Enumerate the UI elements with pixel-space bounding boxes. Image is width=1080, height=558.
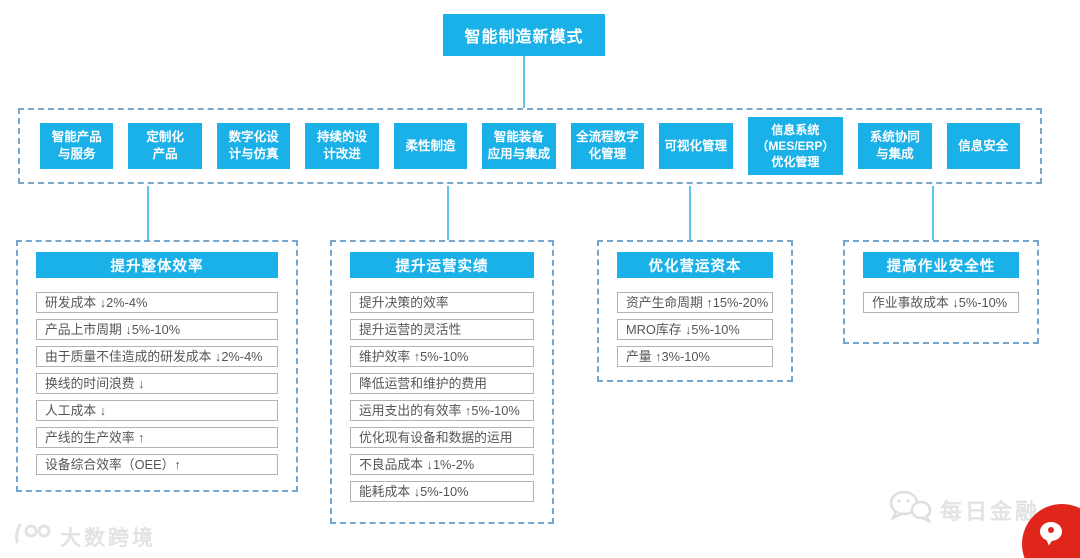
connector-root	[523, 56, 525, 108]
metric-item: 产量 ↑3%-10%	[617, 346, 773, 367]
metric-item: 降低运营和维护的费用	[350, 373, 534, 394]
capability-box: 持续的设 计改进	[305, 123, 379, 169]
metric-item: 产品上市周期 ↓5%-10%	[36, 319, 278, 340]
metric-item: 提升决策的效率	[350, 292, 534, 313]
metric-item: 能耗成本 ↓5%-10%	[350, 481, 534, 502]
group-item-list: 研发成本 ↓2%-4% 产品上市周期 ↓5%-10% 由于质量不佳造成的研发成本 ↓…	[36, 292, 278, 475]
group-header: 提升运营实绩	[350, 252, 534, 278]
group-header: 提升整体效率	[36, 252, 278, 278]
dashukuajing-logo-icon	[14, 522, 54, 552]
group-operation-safety: 提高作业安全性 作业事故成本 ↓5%-10%	[843, 240, 1039, 344]
metric-item: 运用支出的有效率 ↑5%-10%	[350, 400, 534, 421]
group-header: 提高作业安全性	[863, 252, 1019, 278]
capability-box: 信息系统 （MES/ERP） 优化管理	[747, 117, 844, 175]
metric-item: 资产生命周期 ↑15%-20%	[617, 292, 773, 313]
connector-group-3	[689, 186, 691, 240]
metric-item: 研发成本 ↓2%-4%	[36, 292, 278, 313]
connector-group-1	[147, 186, 149, 240]
capability-row: 智能产品 与服务定制化 产品数字化设 计与仿真持续的设 计改进柔性制造智能装备 …	[18, 108, 1042, 184]
watermark-left: 大数跨境	[14, 522, 156, 552]
metric-item: 不良品成本 ↓1%-2%	[350, 454, 534, 475]
group-operation-performance: 提升运营实绩 提升决策的效率提升运营的灵活性维护效率 ↑5%-10% 降低运营和维…	[330, 240, 554, 524]
group-header: 优化营运资本	[617, 252, 773, 278]
capability-box: 信息安全	[946, 123, 1021, 169]
capability-box: 定制化 产品	[128, 123, 202, 169]
capability-box: 可视化管理	[659, 123, 733, 169]
group-overall-efficiency: 提升整体效率 研发成本 ↓2%-4% 产品上市周期 ↓5%-10% 由于质量不佳造成…	[16, 240, 298, 492]
metric-item: 设备综合效率（OEE）↑	[36, 454, 278, 475]
watermark-right: 每日金融	[888, 490, 1040, 530]
metric-item: 提升运营的灵活性	[350, 319, 534, 340]
metric-item: MRO库存 ↓5%-10%	[617, 319, 773, 340]
watermark-right-label: 每日金融	[939, 499, 1040, 524]
group-item-list: 资产生命周期 ↑15%-20% MRO库存 ↓5%-10% 产量 ↑3%-10%	[617, 292, 773, 367]
connector-group-2	[447, 186, 449, 240]
metric-item: 由于质量不佳造成的研发成本 ↓2%-4%	[36, 346, 278, 367]
metric-item: 人工成本 ↓	[36, 400, 278, 421]
wechat-icon	[888, 490, 933, 530]
capability-box: 全流程数字 化管理	[570, 123, 645, 169]
metric-item: 维护效率 ↑5%-10%	[350, 346, 534, 367]
connector-group-4	[932, 186, 934, 240]
metric-item: 作业事故成本 ↓5%-10%	[863, 292, 1019, 313]
metric-item: 产线的生产效率 ↑	[36, 427, 278, 448]
capability-box: 柔性制造	[393, 123, 468, 169]
metric-item: 优化现有设备和数据的运用	[350, 427, 534, 448]
group-item-list: 作业事故成本 ↓5%-10%	[863, 292, 1019, 313]
capability-box: 数字化设 计与仿真	[216, 123, 291, 169]
root-node-title: 智能制造新模式	[443, 14, 605, 56]
group-item-list: 提升决策的效率提升运营的灵活性维护效率 ↑5%-10% 降低运营和维护的费用运用支…	[350, 292, 534, 502]
capability-box: 智能装备 应用与集成	[482, 123, 556, 169]
group-working-capital: 优化营运资本 资产生命周期 ↑15%-20% MRO库存 ↓5%-10% 产量 ↑3…	[597, 240, 793, 382]
capability-box: 系统协同 与集成	[858, 123, 932, 169]
capability-box: 智能产品 与服务	[40, 123, 114, 169]
metric-item: 换线的时间浪费 ↓	[36, 373, 278, 394]
watermark-left-label: 大数跨境	[60, 527, 156, 550]
